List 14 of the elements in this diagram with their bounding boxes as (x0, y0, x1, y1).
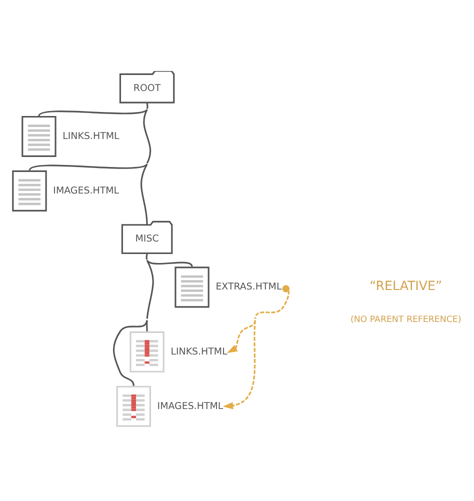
connector (140, 164, 148, 225)
arrow (222, 320, 256, 410)
node-label: IMAGES.HTML (53, 185, 120, 196)
label: (NO PARENT REFERENCE) (350, 314, 462, 325)
node-label: EXTRAS.HTML (216, 282, 282, 293)
node-label: IMAGES.HTML (157, 400, 224, 412)
label: “RELATIVE” (370, 278, 442, 294)
connector (146, 320, 148, 332)
node-label: LINKS.HTML (170, 346, 228, 358)
connector (146, 260, 193, 267)
connector (38, 102, 148, 116)
arrow (227, 285, 290, 354)
node-label: LINKS.HTML (62, 130, 120, 142)
connector (113, 253, 154, 386)
